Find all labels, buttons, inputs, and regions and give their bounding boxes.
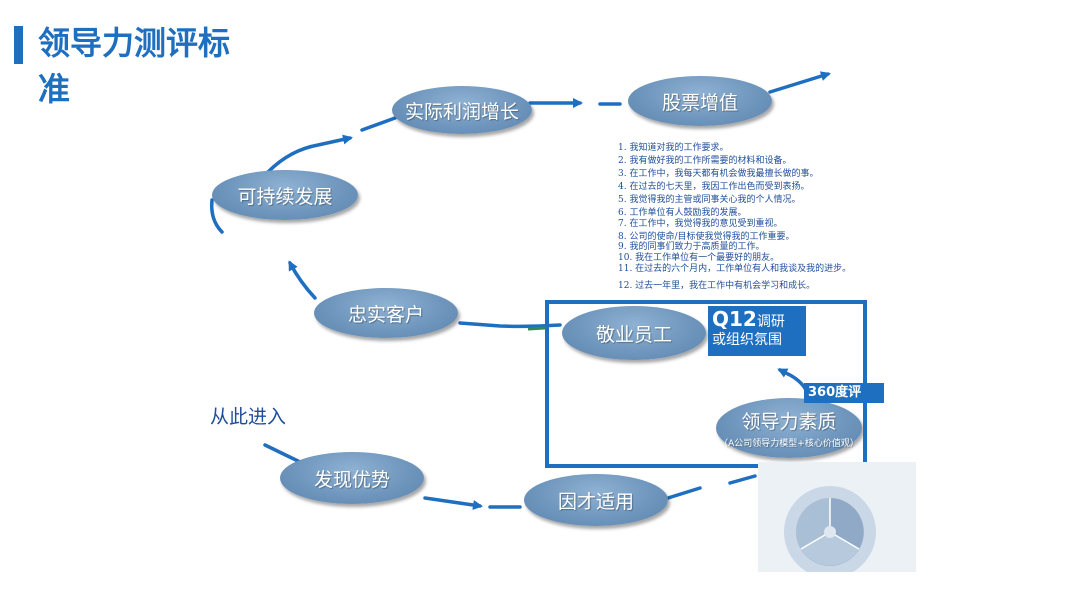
node-loyal: 忠实客户	[314, 288, 458, 338]
node-loyal-label: 忠实客户	[347, 303, 424, 326]
arrow-loyal-sustainable	[288, 260, 317, 300]
node-strengths: 发现优势	[280, 452, 424, 504]
node-leadership-sub: （A公司领导力模型+核心价值观）	[719, 439, 859, 449]
q12-item-7: 7. 在工作中，我觉得我的意见受到重视。	[618, 219, 783, 229]
page-title: 领导力测评标 准	[38, 20, 288, 112]
q12-prefix: Q12	[712, 307, 757, 331]
q12-line2: 或组织氛围	[712, 332, 782, 348]
q12-label: Q12调研 或组织氛围	[708, 306, 806, 356]
node-sustainable: 可持续发展	[212, 170, 358, 220]
thumbnail-wheel-graphic	[784, 486, 876, 572]
eval-360-label: 360度评	[804, 383, 884, 403]
q12-item-9: 9. 我的同事们致力于高质量的工作。	[618, 242, 765, 252]
entry-label: 从此进入	[210, 406, 287, 428]
node-strengths-label: 发现优势	[313, 468, 390, 491]
q12-item-10: 10. 我在工作单位有一个最要好的朋友。	[618, 253, 780, 263]
q12-item-6: 6. 工作单位有人鼓励我的发展。	[618, 208, 747, 218]
q12-item-2: 2. 我有做好我的工作所需要的材料和设备。	[618, 156, 792, 166]
node-leadership-label: 领导力素质	[741, 411, 837, 433]
leadership-model-thumbnail	[758, 462, 916, 572]
node-stock-label: 股票增值	[661, 91, 738, 114]
arrow-loop-mid	[209, 198, 224, 234]
title-accent-bar	[14, 26, 23, 64]
q12-item-3: 3. 在工作中，我每天都有机会做我最擅长做的事。	[618, 169, 819, 179]
arrow-fit-up	[666, 486, 702, 500]
arrow-fit-up2	[728, 474, 757, 485]
arrow-stock-out	[768, 71, 831, 94]
node-stock: 股票增值	[628, 76, 772, 126]
node-fit-label: 因才适用	[557, 490, 634, 513]
node-engaged-label: 敬业员工	[595, 323, 672, 346]
node-sustainable-label: 可持续发展	[237, 185, 333, 208]
q12-item-12: 12. 过去一年里，我在工作中有机会学习和成长。	[618, 281, 816, 291]
q12-item-4: 4. 在过去的七天里，我因工作出色而受到表扬。	[618, 182, 810, 192]
q12-item-1: 1. 我知道对我的工作要求。	[618, 143, 729, 153]
arrow-profit-pre	[360, 116, 397, 132]
node-leadership: 领导力素质 （A公司领导力模型+核心价值观）	[716, 398, 862, 458]
arrow-engaged-loyal	[458, 321, 562, 329]
arrow-engaged-green	[527, 326, 546, 331]
node-engaged: 敬业员工	[562, 306, 706, 360]
node-profit: 实际利润增长	[392, 86, 532, 134]
q12-line1-rest: 调研	[756, 314, 785, 330]
arrow-strengths-fit	[423, 496, 483, 510]
q12-item-11: 11. 在过去的六个月内，工作单位有人和我谈及我的进步。	[618, 264, 852, 274]
node-profit-label: 实际利润增长	[404, 100, 519, 123]
title-line-2: 准	[38, 70, 71, 108]
arrow-sustainable-profit	[266, 134, 353, 174]
arrow-entry	[263, 443, 302, 464]
q12-item-5: 5. 我觉得我的主管或同事关心我的个人情况。	[618, 195, 801, 205]
title-line-1: 领导力测评标	[38, 24, 231, 62]
q12-item-8: 8. 公司的使命/目标使我觉得我的工作重要。	[618, 232, 795, 242]
node-fit: 因才适用	[524, 474, 668, 526]
